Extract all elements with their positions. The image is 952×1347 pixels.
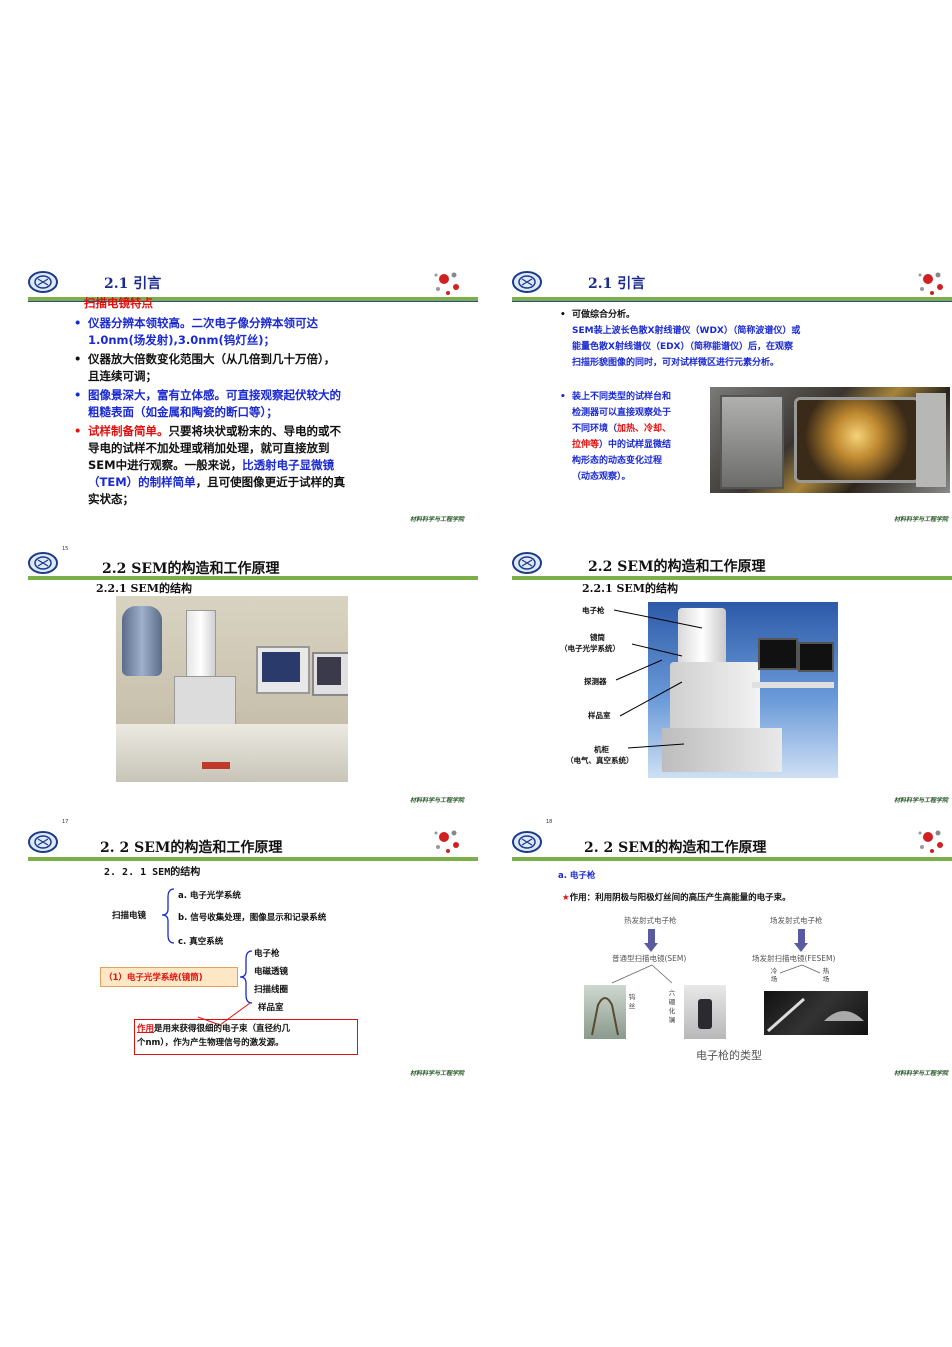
footer-text: 材料科学与工程学院 [409, 516, 464, 523]
label-tungsten: 钨丝 [628, 993, 636, 1010]
star-icon: ★ [562, 893, 570, 903]
field-emitter-photo [764, 991, 868, 1035]
part-gun: 电子枪 [254, 949, 280, 959]
arrow-left-shaft [648, 929, 655, 943]
optical-system-label: （1）电子光学系统(镜筒) [104, 973, 203, 983]
sem-system-photo [648, 602, 838, 778]
tungsten-filament-photo [584, 985, 626, 1039]
label-cold-field: 冷场 [770, 967, 778, 983]
branch-c: c. 真空系统 [178, 937, 224, 947]
university-logo-icon [512, 831, 542, 853]
slide-subtitle: 2.2.1 SEM的结构 [582, 582, 678, 595]
university-logo-icon [28, 271, 58, 293]
page-number: 18 [546, 819, 553, 825]
tree-braces [161, 888, 253, 1026]
university-logo-icon [28, 552, 58, 574]
section-heading: 扫描电镜特点 [84, 296, 153, 310]
figure-caption: 电子枪的类型 [696, 1049, 762, 1062]
molecule-icon [434, 272, 459, 295]
label-sem: 普通型扫描电镜(SEM) [612, 954, 687, 963]
label-leader-lines [613, 609, 703, 749]
footer-text: 材料科学与工程学院 [409, 1070, 464, 1077]
slide-subtitle: 2.2.1 SEM的结构 [96, 582, 192, 595]
molecule-icon [434, 830, 459, 853]
branch-b: b. 信号收集处理，图像显示和记录系统 [178, 913, 327, 923]
arrow-right-shaft [798, 929, 805, 943]
label-detector: 探测器 [584, 677, 607, 686]
slide-5: 17 2. 2 SEM的构造和工作原理 2. 2. 1 SEM的结构 扫描电镜 … [28, 819, 478, 1079]
bullet-4: •试样制备简单。只要将块状或粉末的、导电的或不 导电的试样不加处理或稍加处理，就… [74, 424, 346, 506]
optical-system-box [100, 967, 238, 987]
part-chamber: 样品室 [258, 1003, 284, 1013]
label-column: 镜筒 [590, 633, 605, 642]
slide-3: 15 2.2 SEM的构造和工作原理 2.2.1 SEM的结构 材料科学与工程学… [28, 546, 478, 806]
label-cabinet-sub: （电气、真空系统） [566, 756, 634, 765]
sem-instrument-photo [116, 596, 348, 782]
slide-title: 2.2 SEM的构造和工作原理 [588, 559, 766, 575]
slide-subtitle: 2. 2. 1 SEM的结构 [104, 867, 201, 878]
bullet-dynamic: • 装上不同类型的试样台和 检测器可以直接观察处于 不同环境（加热、冷却、 拉伸… [560, 392, 672, 482]
slide-4: 2.2 SEM的构造和工作原理 2.2.1 SEM的结构 电子枪 镜筒 （电子光… [512, 552, 952, 806]
label-hot-field: 热场 [822, 967, 830, 983]
label-sample-chamber: 样品室 [588, 711, 611, 720]
university-logo-icon [28, 831, 58, 853]
lab6-cathode-photo [684, 985, 726, 1039]
footer-text: 材料科学与工程学院 [409, 797, 464, 804]
star-function: ★作用：利用阴极与阳极灯丝间的高压产生高能量的电子束。 [562, 893, 791, 903]
molecule-icon [918, 272, 943, 295]
slide-2: 2.1 引言 • 可做综合分析。 SEM装上波长色散X射线谱仪（WDX）（简称波… [512, 271, 952, 525]
slide-title: 2. 2 SEM的构造和工作原理 [100, 840, 283, 856]
slide-subtitle: a. 电子枪 [558, 871, 596, 881]
label-fesem: 场发射扫描电镜(FESEM) [752, 954, 836, 963]
page-number: 17 [62, 819, 69, 825]
sample-chamber-photo [710, 387, 950, 493]
slide-title: 2.1 引言 [588, 276, 646, 292]
label-lab6: 六硼化镧 [668, 989, 676, 1024]
page-number: 15 [62, 546, 69, 552]
tree-root: 扫描电镜 [112, 911, 147, 921]
bullet-analysis: • 可做综合分析。 [560, 310, 636, 320]
label-column-sub: （电子光学系统） [560, 644, 620, 653]
university-logo-icon [512, 271, 542, 293]
slide-6: 18 2. 2 SEM的构造和工作原理 a. 电子枪 ★作用：利用阴极与阳极灯丝… [512, 819, 952, 1079]
bullet-2: •仪器放大倍数变化范围大（从几倍到几十万倍），且连续可调； [74, 352, 336, 383]
function-note: 作用是用来获得很细的电子束（直径约几个nm），作为产生物理信号的激发源。 [134, 1019, 358, 1055]
footer-text: 材料科学与工程学院 [893, 516, 948, 523]
footer-text: 材料科学与工程学院 [893, 1070, 948, 1077]
label-cabinet: 机柜 [594, 745, 609, 754]
label-electron-gun: 电子枪 [582, 606, 605, 615]
arrow-right-head [794, 943, 808, 952]
slide-title: 2.2 SEM的构造和工作原理 [102, 561, 280, 577]
slide-title: 2.1 引言 [104, 276, 162, 292]
arrow-left-head [644, 943, 658, 952]
part-coil: 扫描线圈 [254, 985, 289, 995]
footer-text: 材料科学与工程学院 [893, 797, 948, 804]
label-field-gun: 场发射式电子枪 [770, 916, 823, 925]
branch-a: a. 电子光学系统 [178, 891, 241, 901]
label-thermal-gun: 热发射式电子枪 [624, 916, 677, 925]
analysis-detail: SEM装上波长色散X射线谱仪（WDX）（简称波谱仪）或能量色散X射线谱仪（EDX… [572, 326, 801, 368]
molecule-icon [918, 830, 943, 853]
gun-diagram-lines [611, 964, 821, 984]
bullet-3: •图像景深大，富有立体感。可直接观察起伏较大的粗糙表面（如金属和陶瓷的断口等）； [74, 388, 341, 419]
university-logo-icon [512, 552, 542, 574]
part-lens: 电磁透镜 [254, 967, 289, 977]
slide-title: 2. 2 SEM的构造和工作原理 [584, 840, 767, 856]
